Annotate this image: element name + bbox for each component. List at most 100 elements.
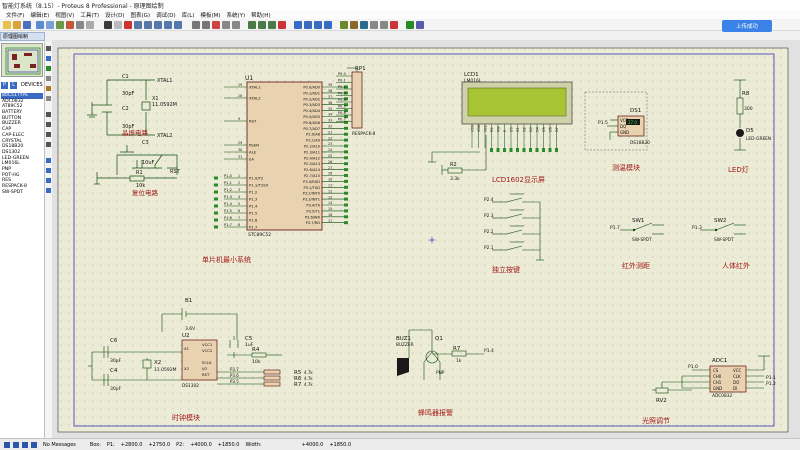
property-tool-icon[interactable]: [360, 21, 368, 29]
undo-icon[interactable]: [192, 21, 200, 29]
origin-icon[interactable]: [124, 21, 132, 29]
device-list-item[interactable]: LED-GREEN: [2, 155, 29, 161]
block-copy-icon[interactable]: [248, 21, 256, 29]
overview-preview[interactable]: [1, 43, 43, 77]
device-list-item[interactable]: DS1302: [2, 149, 21, 155]
menu-library[interactable]: 库(L): [181, 12, 195, 19]
menu-edit[interactable]: 编辑(E): [30, 12, 50, 19]
stop-button[interactable]: [31, 441, 37, 448]
step-button[interactable]: [13, 441, 19, 448]
remove-sheet-icon[interactable]: [390, 21, 398, 29]
block-delete-icon[interactable]: [278, 21, 286, 29]
pause-button[interactable]: [22, 441, 28, 448]
zoom-out-icon[interactable]: [154, 21, 162, 29]
device-list-item[interactable]: BUTTON: [2, 115, 22, 121]
rtc-r5[interactable]: [263, 369, 281, 375]
menu-file[interactable]: 文件(F): [6, 12, 25, 19]
device-list-item[interactable]: 80C51TYPE: [1, 93, 43, 99]
led-d5[interactable]: [736, 129, 744, 137]
device-list-item[interactable]: RES: [2, 178, 12, 184]
block-move-icon[interactable]: [258, 21, 266, 29]
sw2-switch[interactable]: [714, 228, 718, 232]
mcu-right-pin-number: 33: [328, 119, 332, 123]
open-folder-icon[interactable]: [13, 21, 21, 29]
menu-help[interactable]: 帮助(H): [251, 12, 271, 19]
menu-system[interactable]: 系统(Y): [226, 12, 246, 19]
pick-devices-button[interactable]: P: [1, 81, 8, 89]
pick-device-icon[interactable]: [294, 21, 302, 29]
schematic-icon[interactable]: [46, 21, 54, 29]
block-rotate-icon[interactable]: [268, 21, 276, 29]
schematic-canvas[interactable]: C1 30pF C2 30pF X1 11.0592M XTAL1 XTAL2 …: [52, 40, 800, 438]
pan-icon[interactable]: [134, 21, 142, 29]
play-button[interactable]: [4, 441, 10, 448]
key-contact[interactable]: [506, 245, 523, 251]
copy-icon[interactable]: [222, 21, 230, 29]
wire-autoroute-icon[interactable]: [340, 21, 348, 29]
device-list-item[interactable]: POT-HG: [2, 172, 20, 178]
device-list-item[interactable]: CAP: [2, 127, 12, 133]
design-explorer-icon[interactable]: [370, 21, 378, 29]
rtc-ds1302[interactable]: [181, 339, 218, 381]
cut-icon[interactable]: [212, 21, 220, 29]
zoom-area-icon[interactable]: [174, 21, 182, 29]
bom-icon[interactable]: [86, 21, 94, 29]
new-file-icon[interactable]: [3, 21, 11, 29]
device-list-item[interactable]: LM016L: [2, 161, 20, 167]
home-icon[interactable]: [36, 21, 44, 29]
adc-net-cs: P1.0: [688, 364, 698, 370]
package-tool-icon[interactable]: [314, 21, 322, 29]
tab-schematic[interactable]: 原理图绘制: [0, 32, 45, 41]
key-contact[interactable]: [506, 213, 523, 219]
menu-graph[interactable]: 图表(G): [130, 12, 151, 19]
adc-chip[interactable]: [709, 365, 747, 393]
search-icon[interactable]: [350, 21, 358, 29]
device-list-item[interactable]: DS18B20: [2, 144, 24, 150]
menu-design[interactable]: 设计(D): [104, 12, 125, 19]
pnp-transistor-q1[interactable]: [425, 350, 439, 364]
pcb-icon[interactable]: [56, 21, 64, 29]
device-list-item[interactable]: BATTERY: [2, 110, 23, 116]
menu-view[interactable]: 视图(V): [55, 12, 75, 19]
key-contact[interactable]: [506, 197, 523, 203]
device-list-item[interactable]: CAP-ELEC: [2, 132, 25, 138]
device-list-item[interactable]: AT89C52: [2, 104, 23, 110]
key-contact[interactable]: [506, 229, 523, 235]
keys-title: 独立按键: [492, 265, 520, 274]
rtc-r6[interactable]: [263, 375, 281, 381]
erc-icon[interactable]: [416, 21, 424, 29]
device-list-item[interactable]: RESPACK-8: [2, 184, 27, 189]
sw1-switch[interactable]: [632, 228, 636, 232]
device-list-item[interactable]: CRYSTAL: [2, 138, 22, 144]
refresh-icon[interactable]: [104, 21, 112, 29]
library-manager-button[interactable]: L: [10, 81, 17, 89]
menu-debug[interactable]: 调试(D): [156, 12, 176, 19]
upload-button[interactable]: 上传成功: [722, 20, 772, 32]
netlist-icon[interactable]: [406, 21, 414, 29]
new-sheet-icon[interactable]: [380, 21, 388, 29]
redo-icon[interactable]: [202, 21, 210, 29]
3d-icon[interactable]: [66, 21, 74, 29]
resistor-pack-rp1[interactable]: [351, 71, 363, 129]
clock-c4-value: 30pF: [110, 386, 122, 392]
grid-icon[interactable]: [114, 21, 122, 29]
device-list-item[interactable]: ADC0832: [2, 98, 24, 104]
buzzer-icon[interactable]: [397, 358, 409, 376]
zoom-in-icon[interactable]: [144, 21, 152, 29]
rtc-r7[interactable]: [263, 381, 281, 387]
device-list-item[interactable]: SW-SPDT: [2, 189, 23, 195]
save-icon[interactable]: [23, 21, 31, 29]
mcu-u1[interactable]: [246, 81, 323, 231]
gerber-icon[interactable]: [76, 21, 84, 29]
menu-template[interactable]: 模板(M): [200, 12, 221, 19]
zoom-all-icon[interactable]: [164, 21, 172, 29]
paste-icon[interactable]: [232, 21, 240, 29]
status-messages[interactable]: No Messages: [43, 441, 76, 448]
mcu-right-pin-number: 27: [328, 166, 332, 170]
make-device-icon[interactable]: [304, 21, 312, 29]
menu-tools[interactable]: 工具(T): [80, 12, 99, 19]
device-list-item[interactable]: PNP: [2, 166, 11, 172]
mcu-left-pin-number: 9: [238, 117, 240, 121]
device-list-item[interactable]: BUZZER: [2, 121, 21, 127]
decompose-icon[interactable]: [324, 21, 332, 29]
